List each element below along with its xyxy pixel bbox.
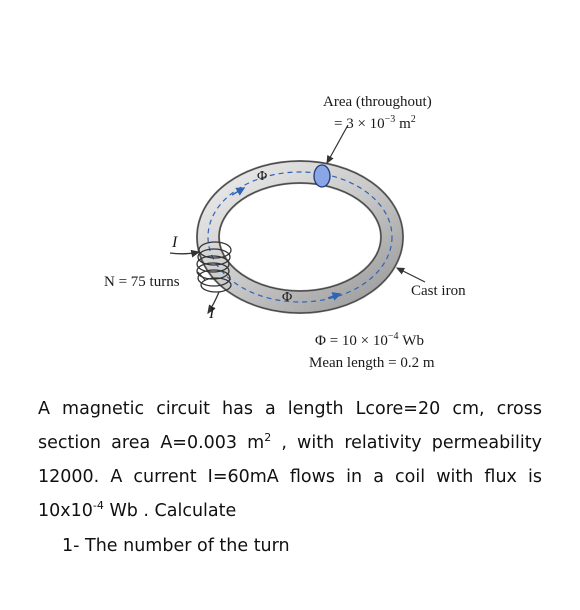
current-lead-out (207, 291, 220, 315)
magnetic-circuit-figure: Area (throughout) = 3 × 10−3 m2 I I N = … (104, 94, 466, 371)
flux-arrow-bottom (327, 292, 342, 301)
mean-length-label: Mean length = 0.2 m (309, 355, 435, 371)
cast-iron-pointer (395, 267, 426, 283)
question-item-1: 1- The number of the turn (62, 536, 290, 556)
turns-pointer (197, 271, 206, 281)
current-lead-in (169, 249, 201, 258)
flux-value-label: Φ = 10 × 10−4 Wb (315, 331, 424, 349)
turns-label: N = 75 turns (104, 274, 180, 290)
toroid-core (196, 160, 404, 314)
problem-statement: A magnetic circuit has a length Lcore=20… (38, 399, 542, 521)
flux-path (207, 171, 393, 303)
area-label-line2: = 3 × 10−3 m2 (334, 114, 416, 132)
flux-arrow-top (231, 187, 246, 196)
coil-winding (196, 241, 232, 293)
flux-symbol-bottom: Φ (282, 290, 292, 305)
area-label-line1: Area (throughout) (323, 94, 432, 110)
flux-symbol-top: Φ (257, 169, 267, 184)
current-label-in: I (171, 234, 178, 251)
current-label-out: I (208, 305, 215, 322)
area-pointer (326, 124, 349, 165)
material-label: Cast iron (411, 283, 466, 299)
cross-section-area (313, 164, 331, 188)
